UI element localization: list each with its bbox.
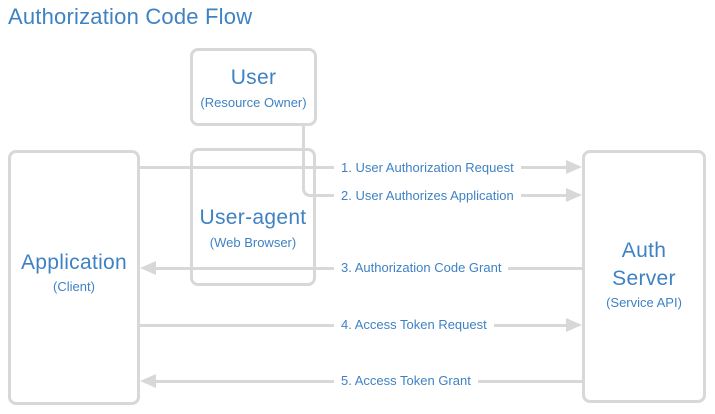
application-box: Application (Client) bbox=[8, 150, 140, 405]
arrowhead-left-icon bbox=[140, 374, 156, 388]
arrow-label-5: 5. Access Token Grant bbox=[334, 371, 478, 391]
auth-server-box-title: Auth Server bbox=[612, 238, 676, 290]
user-box: User (Resource Owner) bbox=[190, 48, 317, 126]
arrow-label-3: 3. Authorization Code Grant bbox=[334, 258, 509, 278]
arrow-label-2: 2. User Authorizes Application bbox=[334, 186, 521, 206]
auth-server-box-subtitle: (Service API) bbox=[606, 295, 682, 311]
arrowhead-left-icon bbox=[140, 261, 156, 275]
arrowhead-right-icon bbox=[566, 160, 582, 174]
user-agent-box: User-agent (Web Browser) bbox=[190, 148, 316, 286]
user-box-title: User bbox=[230, 66, 277, 90]
arrow-label-4: 4. Access Token Request bbox=[334, 315, 494, 335]
arrow-label-1: 1. User Authorization Request bbox=[334, 158, 521, 178]
application-box-title: Application bbox=[20, 250, 128, 274]
arrowhead-right-icon bbox=[566, 318, 582, 332]
auth-server-box: Auth Server (Service API) bbox=[582, 150, 706, 403]
arrowhead-right-icon bbox=[566, 188, 582, 202]
user-agent-box-subtitle: (Web Browser) bbox=[209, 234, 297, 250]
application-box-subtitle: (Client) bbox=[53, 279, 95, 295]
user-box-subtitle: (Resource Owner) bbox=[200, 94, 307, 110]
user-agent-box-title: User-agent bbox=[199, 206, 307, 230]
diagram-title: Authorization Code Flow bbox=[8, 4, 253, 29]
